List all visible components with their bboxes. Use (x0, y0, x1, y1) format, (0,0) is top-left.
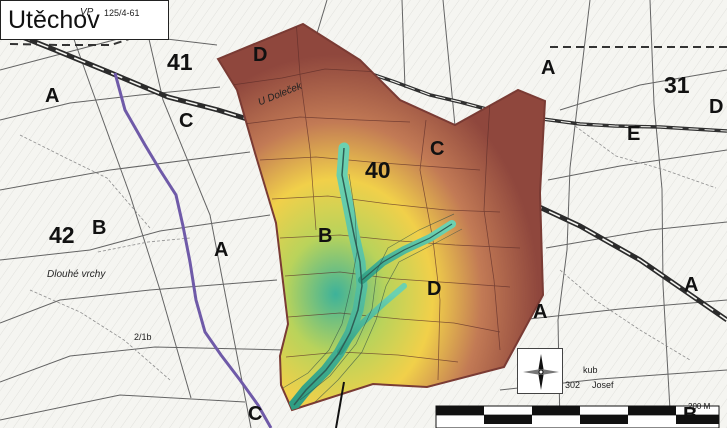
stand-label-b-42: B (92, 217, 107, 239)
forest-region-overlay (216, 22, 547, 412)
compass-icon (523, 354, 559, 390)
forest-paths (19, 125, 717, 381)
unit-label-31: 31 (664, 72, 690, 98)
unit-label-42: 42 (49, 222, 75, 248)
stand-label-b-bottom: B (683, 404, 698, 426)
stand-label-e: E (627, 123, 641, 145)
dlouhe-vrchy-note: 2/1b (134, 332, 152, 342)
stand-label-d-top: D (253, 44, 268, 66)
stand-label-a-east: A (533, 301, 548, 323)
stand-label-a-se: A (684, 274, 699, 296)
scale-label: 200 M (688, 402, 711, 411)
stand-label-c-center: C (430, 138, 445, 160)
north-arrow (517, 348, 563, 394)
stand-label-d-ne: D (709, 96, 724, 118)
stand-label-d-center: D (427, 278, 442, 300)
stand-label-b-center: B (318, 225, 333, 247)
region-detail (224, 24, 521, 410)
stand-label-a-nw: A (45, 85, 60, 107)
kub-name: Josef (592, 380, 614, 390)
kub-number: 302 (565, 380, 581, 390)
vp-label: VP (80, 7, 94, 18)
kub-label: kub (583, 365, 598, 375)
scale-bar (435, 405, 720, 428)
stand-label-c-west: C (179, 110, 194, 132)
unit-label-40: 40 (365, 157, 391, 183)
river (113, 72, 273, 428)
stand-label-a-mid: A (214, 239, 229, 261)
map-title: Utěchov (0, 0, 169, 40)
pointer-line (335, 381, 345, 428)
stand-label-c-bottom: C (248, 403, 263, 425)
stand-label-a-ne: A (541, 57, 556, 79)
dlouhe-vrchy-label: Dlouhé vrchy (47, 269, 106, 280)
vp-note: 125/4-61 (104, 8, 140, 18)
unit-label-41: 41 (167, 49, 193, 75)
